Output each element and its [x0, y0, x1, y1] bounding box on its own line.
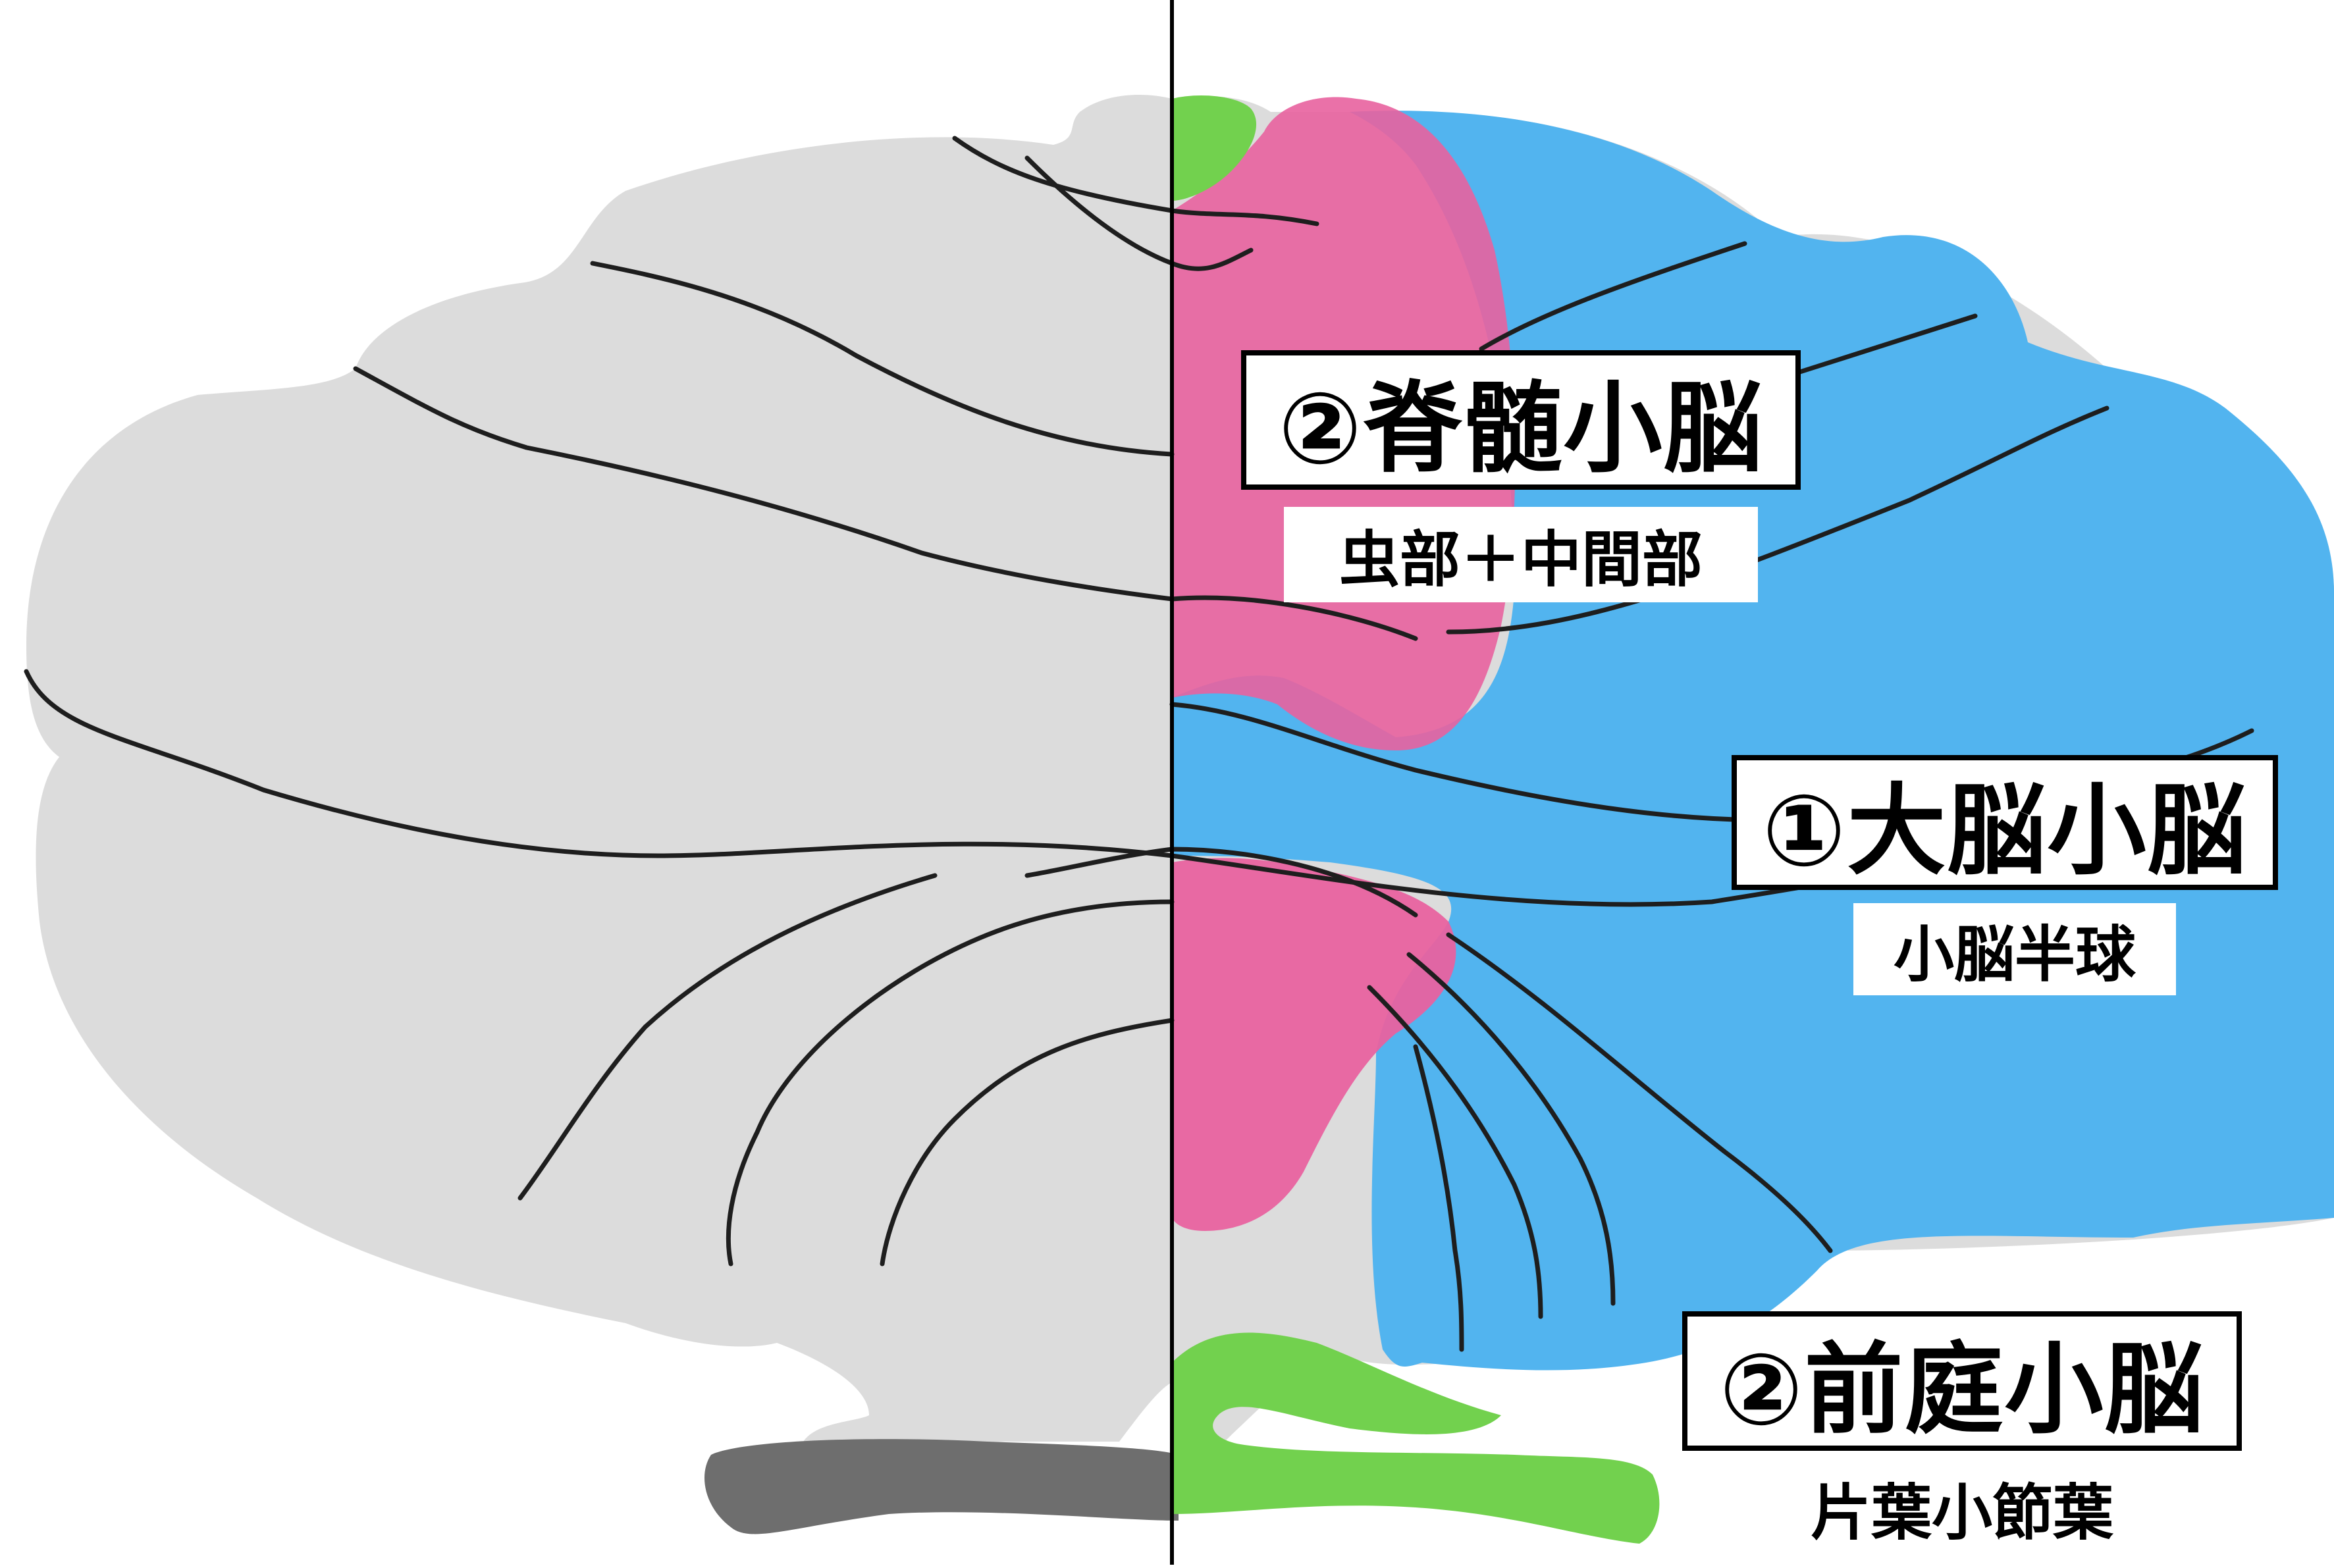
cerebellum-body [26, 95, 1172, 1442]
fissure-line [590, 261, 1175, 457]
fissure-lines [24, 136, 2254, 1352]
spinocerebellum-lower-region [1172, 858, 1456, 1231]
cerebrocerebellum-label: ①大脳小脳 [1732, 755, 2278, 890]
fissure-line [1024, 847, 1418, 918]
fissure-line [1406, 952, 1616, 1306]
fissure-line [517, 873, 938, 1201]
fissure-line [353, 366, 1418, 641]
vestibulocerebellum-top-region [1172, 95, 1257, 201]
fissure-line [1446, 405, 2109, 635]
spinocerebellum-sublabel: 虫部＋中間部 [1284, 507, 1758, 602]
fissure-line [24, 669, 2109, 907]
fissure-line [1367, 985, 1543, 1319]
vestibulocerebellum-label: ②前庭小脳 [1682, 1311, 2242, 1451]
fissure-line [1413, 1044, 1464, 1352]
flocculus-shadow [704, 1439, 1179, 1534]
vestibulocerebellum-sublabel: 片葉小節葉 [1764, 1461, 2160, 1554]
fissure-line [880, 1018, 1175, 1267]
fissure-line [952, 136, 1319, 226]
cerebrocerebellum-region [1172, 111, 2334, 1371]
vestibulocerebellum-bottom-region [1172, 1332, 1660, 1544]
fissure-line [726, 899, 1175, 1267]
fissure-line [1479, 241, 1747, 352]
fissure-line [1024, 155, 1254, 271]
cerebrocerebellum-sublabel: 小脳半球 [1853, 903, 2176, 995]
fissure-line [1446, 932, 1833, 1253]
spinocerebellum-label: ②脊髄小脳 [1241, 350, 1801, 490]
